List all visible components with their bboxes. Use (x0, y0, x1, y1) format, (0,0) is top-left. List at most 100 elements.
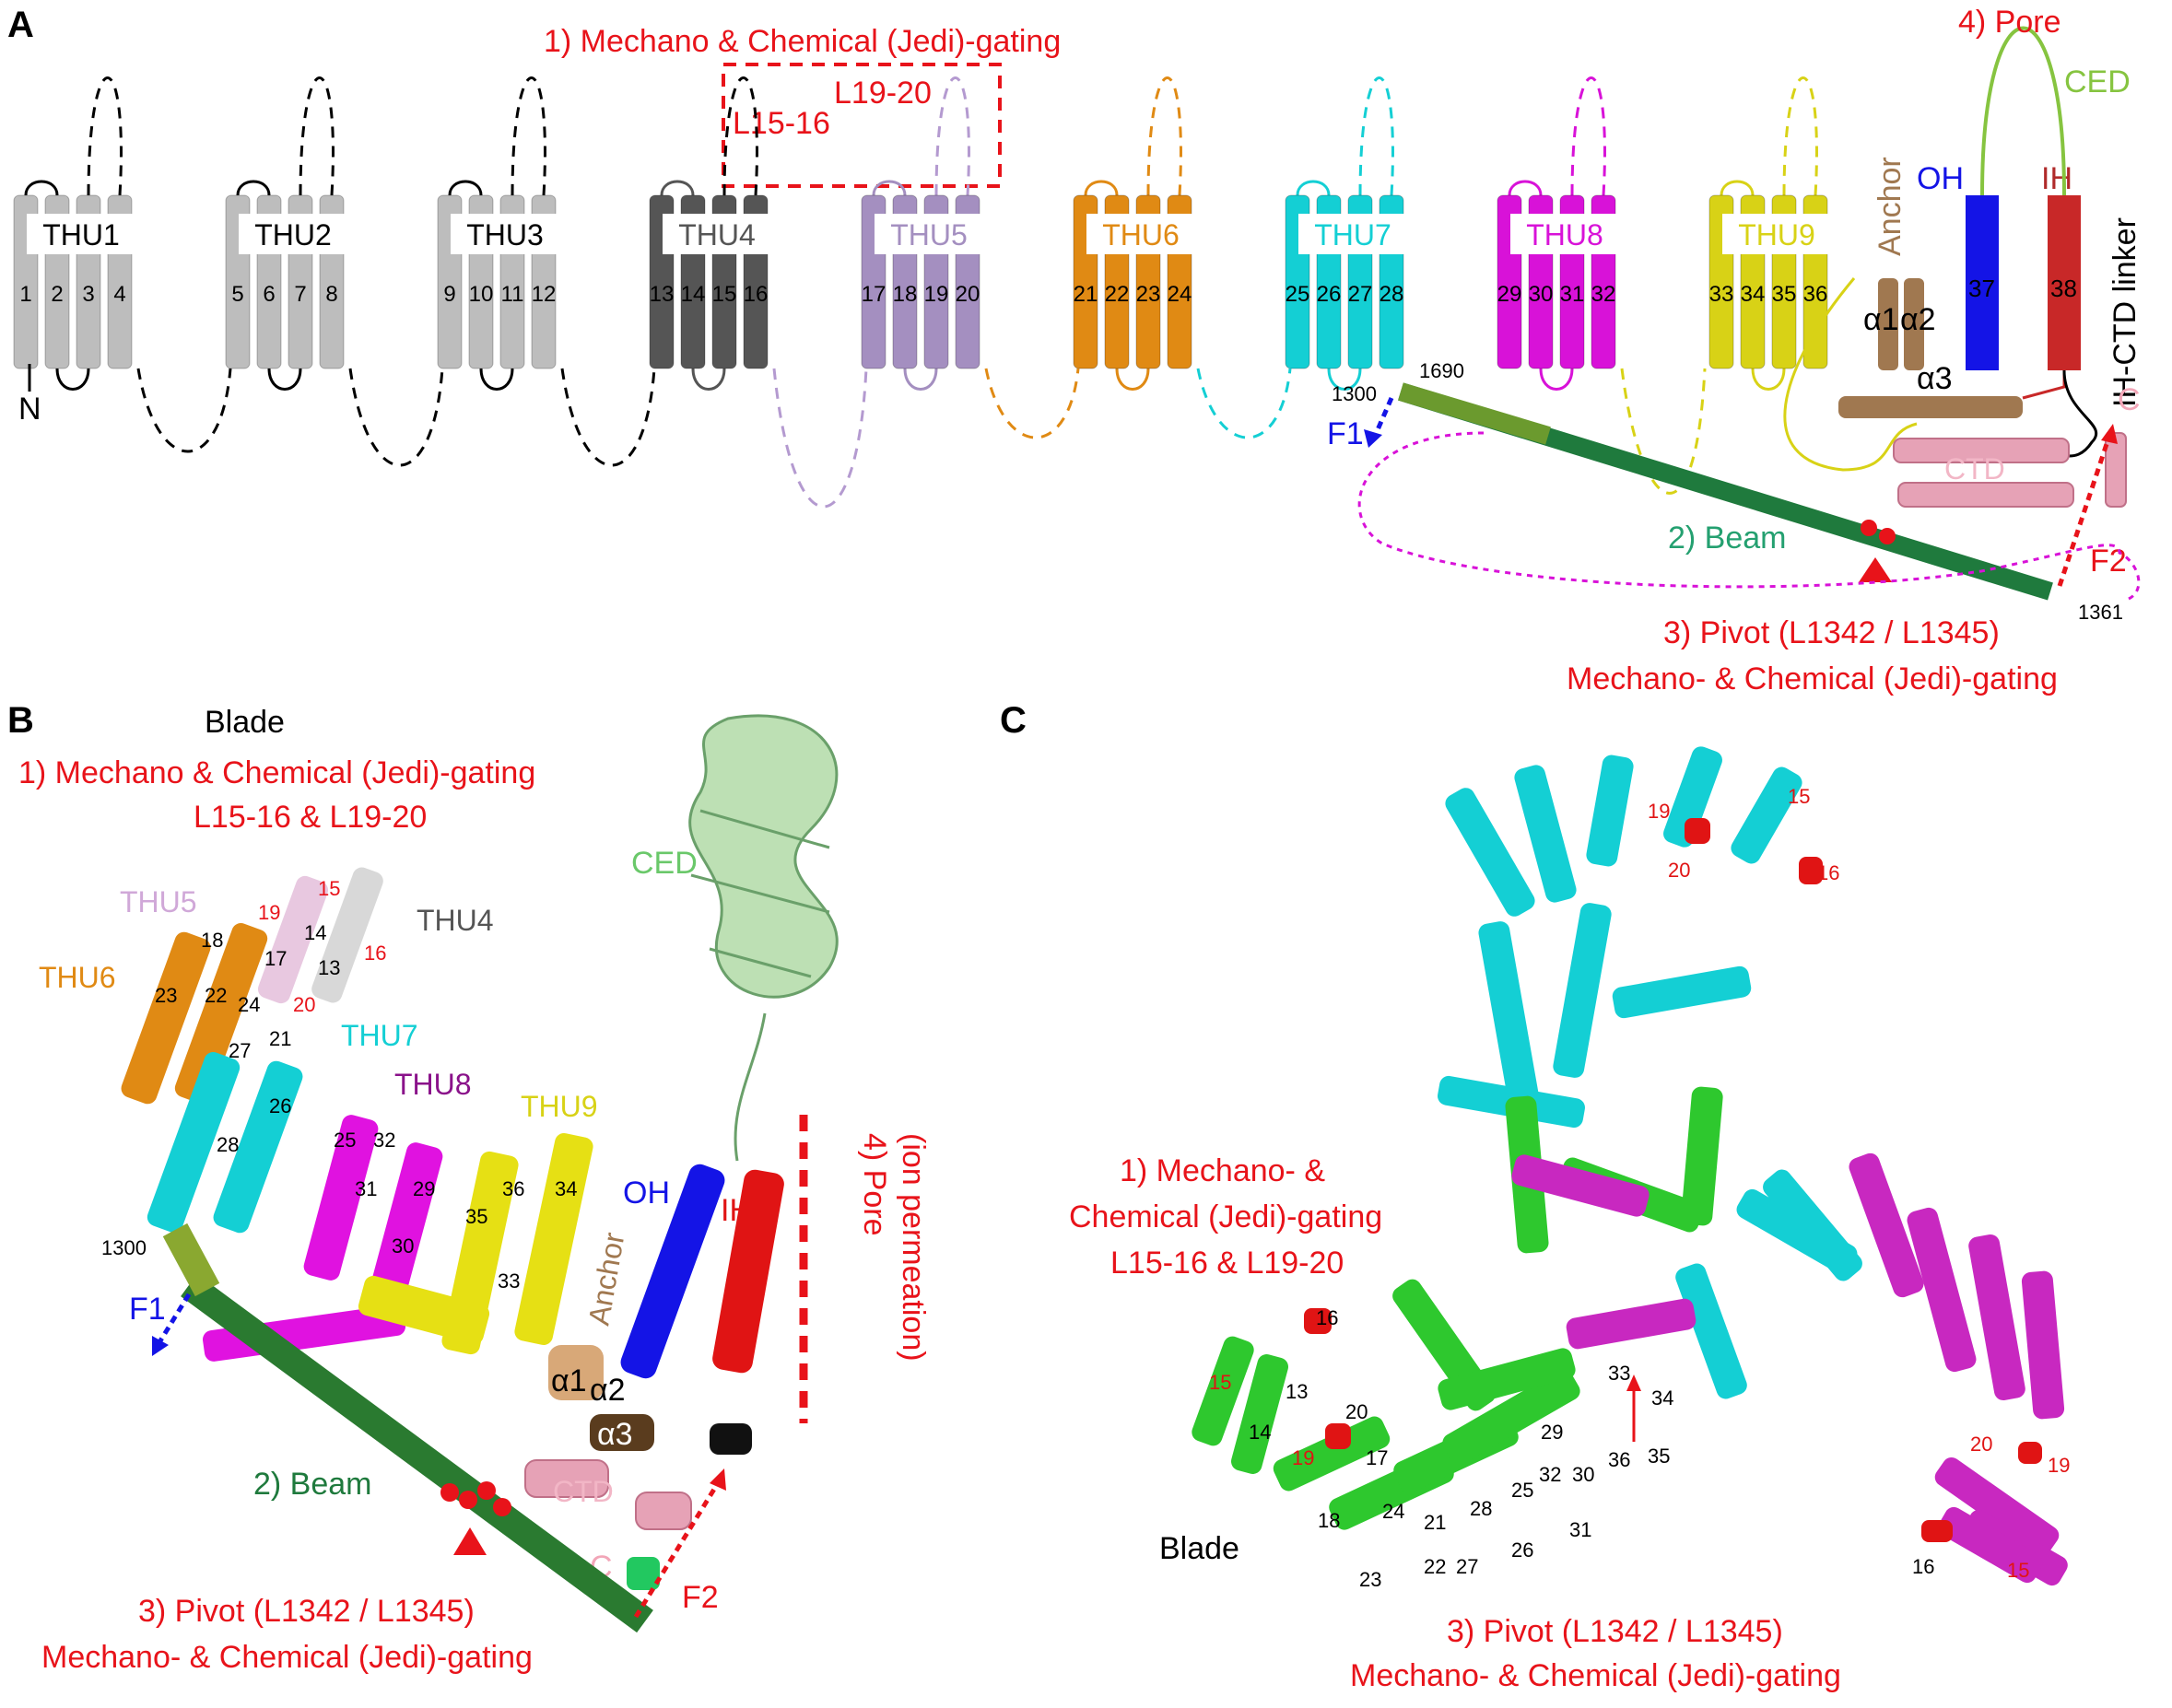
c-magenta-helix-3 (1849, 1152, 1924, 1298)
b-pivot-residue-3 (477, 1481, 496, 1500)
helix-num-26: 26 (1317, 282, 1342, 307)
thu-top-loop-4 (722, 76, 758, 196)
ctd-vertical-helix (2105, 432, 2127, 508)
panel-b-alpha1-label: α1 (551, 1363, 587, 1398)
thu-name-5: THU5 (890, 218, 968, 252)
panel-b-alpha2-label: α2 (590, 1373, 626, 1408)
panel-b-beam-label: 2) Beam (253, 1467, 372, 1502)
helix-num-4: 4 (113, 282, 125, 307)
c-top-loop-19 (1685, 818, 1710, 844)
helix-num-31: 31 (1560, 282, 1585, 307)
oh-label: OH (1917, 161, 1964, 196)
c-left-num-31: 31 (1569, 1518, 1591, 1541)
panel-b-pivot-line2: Mechano- & Chemical (Jedi)-gating (41, 1640, 533, 1675)
c-top-num-15: 15 (1788, 785, 1810, 808)
c-left-loop-16 (1304, 1308, 1332, 1334)
pivot-residue-l1345 (1879, 528, 1896, 544)
helix-num-36: 36 (1803, 282, 1828, 307)
helix-num-5: 5 (231, 282, 243, 307)
res-1361-label: 1361 (2078, 601, 2123, 624)
c-cyan-helix-12 (1763, 1169, 1862, 1281)
b-f2-arrowhead (710, 1468, 726, 1491)
c-magenta-subunit (1511, 1152, 2068, 1586)
ih-ctd-linker-label: IH-CTD linker (2107, 217, 2143, 407)
panel-b-thu9-label: THU9 (521, 1090, 598, 1123)
b-thu9-horizontal-helix (358, 1275, 490, 1345)
panel-b-f2-label: F2 (682, 1580, 719, 1615)
c-right-loop-16 (1921, 1520, 1953, 1542)
b-pivot-residue-1 (440, 1483, 459, 1502)
c-top-num-19: 19 (1648, 800, 1670, 823)
c-cyan-helix-2 (1514, 765, 1577, 903)
helix-num-3: 3 (82, 282, 94, 307)
ced-domain (688, 714, 839, 1162)
c-top-loop-16 (1799, 857, 1823, 884)
helix-num-12: 12 (532, 282, 557, 307)
helix-num-7: 7 (294, 282, 306, 307)
panel-b-ctd-label: CTD (553, 1475, 614, 1508)
c-left-num-17: 17 (1366, 1446, 1388, 1469)
thu-label-box-9 (1722, 214, 1831, 254)
f2-arrow (2057, 432, 2113, 587)
ctd-label: CTD (1944, 452, 2005, 485)
gating-loop-box (722, 63, 1002, 188)
b-num-19: 19 (258, 901, 280, 924)
c-green-helix-6 (1442, 1369, 1580, 1465)
panel-b-ced-label: CED (631, 846, 698, 881)
c-right-loop-20 (2018, 1442, 2042, 1464)
b-num-18: 18 (201, 929, 223, 952)
helix-num-29: 29 (1497, 282, 1522, 307)
helix-num-18: 18 (893, 282, 918, 307)
thu-top-connector-8 (1508, 180, 1543, 196)
panel-a-pivot-line2: Mechano- & Chemical (Jedi)-gating (1567, 661, 2058, 696)
c-magenta-helix-4 (1907, 1207, 1977, 1373)
c-left-num-26: 26 (1511, 1538, 1533, 1562)
helix-num-32: 32 (1591, 282, 1616, 307)
thu-label-box-3 (451, 214, 559, 254)
thu-label-box-4 (663, 214, 771, 254)
helix-num-24: 24 (1168, 282, 1192, 307)
thu-name-8: THU8 (1526, 218, 1603, 252)
b-num-27: 27 (229, 1039, 251, 1062)
panel-c-gating-line2: Chemical (Jedi)-gating (1069, 1199, 1382, 1234)
f2-arrowhead (2101, 424, 2118, 444)
c-left-num-33: 33 (1608, 1362, 1630, 1385)
c-cyan-helix-6 (1478, 921, 1539, 1106)
b-num-23: 23 (155, 984, 177, 1007)
b-ih-helix (712, 1169, 784, 1374)
b-f1-arrow (154, 1293, 192, 1349)
thu-bottom-connector-5 (903, 368, 938, 391)
thu-label-box-1 (27, 214, 135, 254)
b-num-25: 25 (334, 1129, 356, 1152)
thu-bottom-connector-6 (1115, 368, 1150, 391)
panel-b-thu8-label: THU8 (394, 1068, 472, 1101)
c-left-num-32: 32 (1539, 1463, 1561, 1486)
c-magenta-helix-2 (1566, 1298, 1697, 1350)
thu8-beam-dotted-loop (1357, 431, 2141, 601)
thu-label-box-2 (239, 214, 347, 254)
panel-b-thu5-label: THU5 (120, 885, 197, 918)
helix-num-8: 8 (325, 282, 337, 307)
b-alpha3-helix (590, 1414, 654, 1451)
c-magenta-helix-9 (1938, 1506, 2043, 1584)
res-1300-label: 1300 (1332, 382, 1377, 405)
b-num-24: 24 (238, 993, 260, 1016)
thu-top-connector-4 (660, 180, 695, 196)
thu-name-2: THU2 (254, 218, 332, 252)
panel-a-pivot-line1: 3) Pivot (L1342 / L1345) (1663, 615, 2000, 650)
c-left-num-13: 13 (1286, 1380, 1308, 1403)
thu-name-9: THU9 (1738, 218, 1815, 252)
b-num-20: 20 (293, 993, 315, 1016)
thu-label-box-6 (1086, 214, 1195, 254)
thu-top-loop-2 (299, 76, 335, 196)
thu-top-connector-2 (236, 180, 271, 196)
helix-num-19: 19 (924, 282, 949, 307)
thu-top-connector-7 (1296, 180, 1331, 196)
panel-b-letter: B (7, 700, 34, 741)
b-num-31: 31 (355, 1177, 377, 1200)
c-left-num-34: 34 (1651, 1386, 1673, 1410)
b-num-32: 32 (373, 1129, 395, 1152)
helix-num-2: 2 (51, 282, 63, 307)
c-pivot-pointer-head (1626, 1375, 1641, 1391)
thu-label-box-5 (875, 214, 983, 254)
